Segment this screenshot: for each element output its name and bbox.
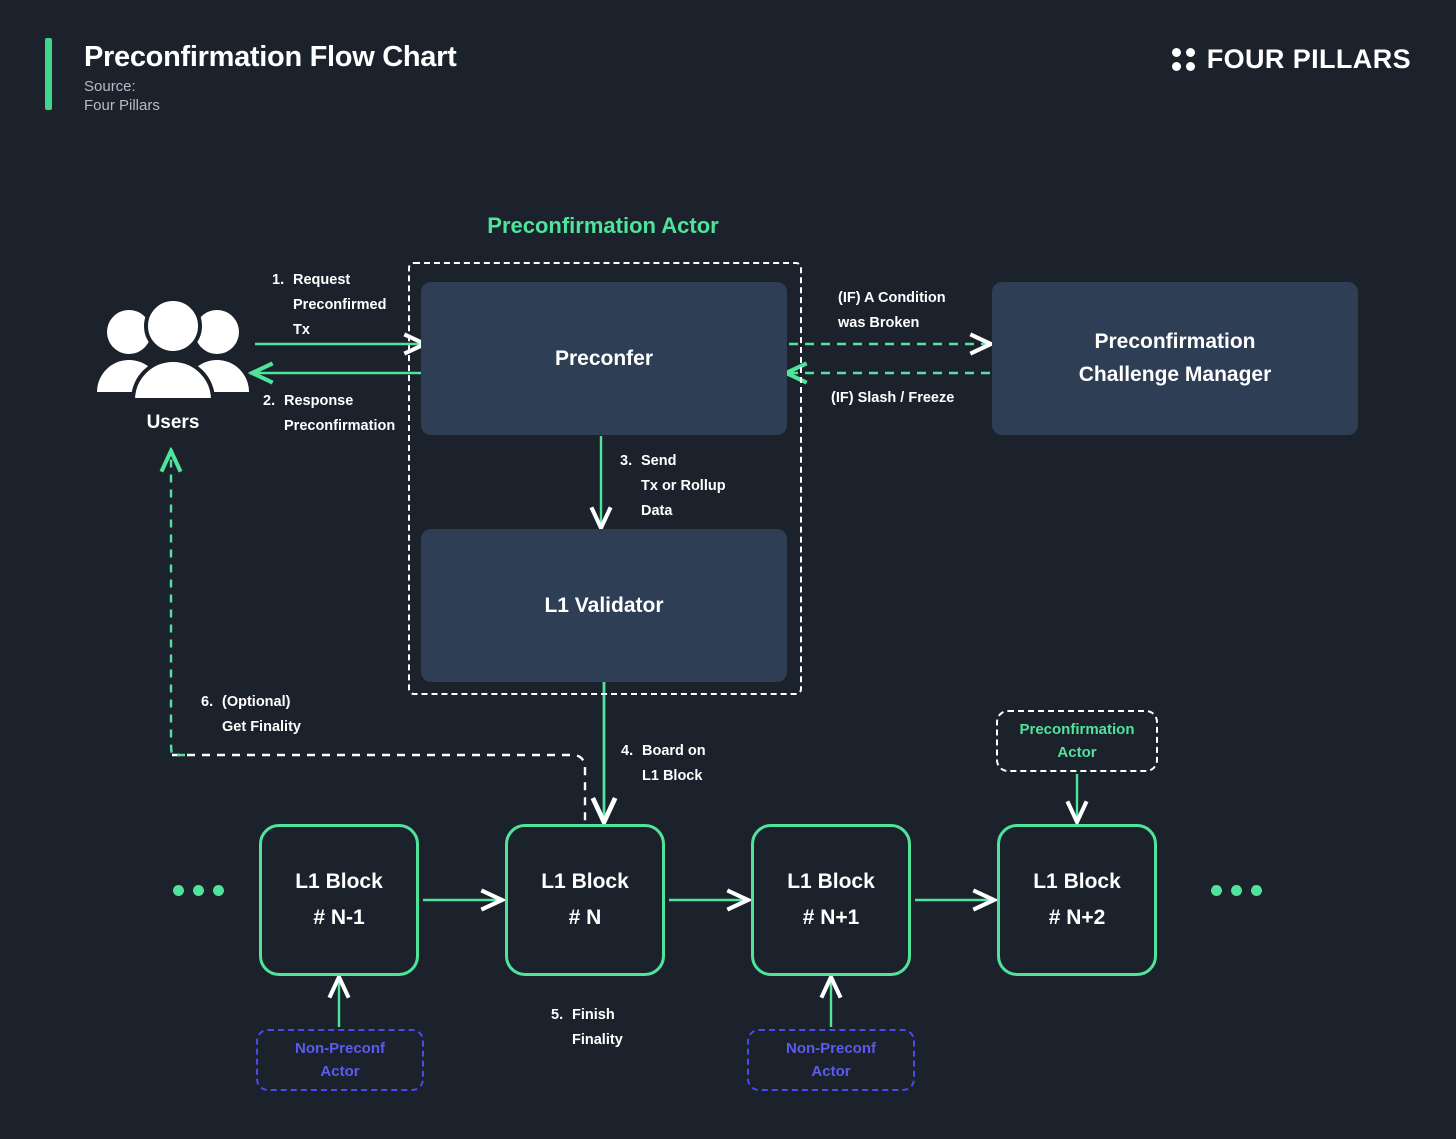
edge-label-step-4: 4. Board on L1 Block <box>621 739 706 789</box>
tag-line-1: Non-Preconf <box>295 1039 385 1057</box>
step-text-1: (Optional) <box>222 694 291 710</box>
step-text-1: Send <box>641 453 677 469</box>
challenge-manager-line-2: Challenge Manager <box>1078 362 1272 386</box>
brand-name: FOUR PILLARS <box>1206 44 1411 74</box>
source-label: Source: <box>84 78 136 95</box>
l1-block-number: # N <box>568 906 602 929</box>
edge-board-dashed-path <box>172 753 587 823</box>
step-number: 6. <box>201 694 214 710</box>
if-text-1: (IF) Slash / Freeze <box>831 390 955 406</box>
edge-label-step-6: 6. (Optional) Get Finality <box>201 690 301 740</box>
l1-block-number: # N+2 <box>1048 906 1106 929</box>
step-text-2: Tx or Rollup <box>641 478 726 495</box>
step-number: 3. <box>620 453 633 469</box>
tag-line-1: Preconfirmation <box>1019 720 1135 738</box>
step-text-2: Get Finality <box>222 719 301 736</box>
page-header: Preconfirmation Flow Chart Source: Four … <box>0 0 1456 130</box>
step-text-2: Finality <box>572 1032 623 1049</box>
tag-line-2: Actor <box>320 1062 360 1080</box>
tag-line-1: Non-Preconf <box>786 1039 876 1057</box>
step-text-2: Preconfirmed <box>293 297 387 314</box>
step-number: 1. <box>272 272 285 288</box>
title-accent-bar <box>45 38 52 110</box>
step-text-1: Board on <box>642 743 706 759</box>
node-preconfer[interactable]: Preconfer <box>421 282 787 435</box>
four-dots-icon <box>1171 48 1195 71</box>
node-l1-validator[interactable]: L1 Validator <box>421 529 787 682</box>
ellipsis-left-icon <box>173 885 224 896</box>
l1-block-n-plus-1[interactable]: L1 Block # N+1 <box>751 824 911 976</box>
l1-block-title: L1 Block <box>295 870 383 893</box>
node-preconfer-label: Preconfer <box>554 346 654 370</box>
l1-block-title: L1 Block <box>787 870 875 893</box>
tag-preconfirmation-actor[interactable]: Preconfirmation Actor <box>996 710 1158 772</box>
step-text-2: Preconfirmation <box>284 418 396 435</box>
step-text-1: Finish <box>572 1007 615 1023</box>
brand-logo: FOUR PILLARS <box>1171 44 1411 75</box>
step-text-2: L1 Block <box>642 768 703 785</box>
if-text-1: (IF) A Condition <box>838 290 946 306</box>
node-users[interactable]: Users <box>93 300 253 434</box>
edge-label-step-2: 2. Response Preconfirmation <box>263 389 395 439</box>
page-title: Preconfirmation Flow Chart <box>84 41 457 73</box>
l1-block-number: # N-1 <box>313 906 365 929</box>
source-value: Four Pillars <box>84 97 160 114</box>
challenge-manager-line-1: Preconfirmation <box>1094 329 1256 353</box>
preconfirmation-actor-group-title: Preconfirmation Actor <box>487 213 719 238</box>
node-preconfirmation-challenge-manager[interactable]: Preconfirmation Challenge Manager <box>992 282 1358 435</box>
edge-label-step-3: 3. Send Tx or Rollup Data <box>620 449 726 524</box>
edge-label-step-5: 5. Finish Finality <box>551 1003 623 1053</box>
edge-label-step-1: 1. Request Preconfirmed Tx <box>272 268 386 343</box>
preconfirmation-actor-group <box>408 262 802 695</box>
node-l1-validator-label: L1 Validator <box>544 593 664 617</box>
tag-line-2: Actor <box>811 1062 851 1080</box>
step-text-3: Tx <box>293 322 310 339</box>
step-text-3: Data <box>641 503 673 520</box>
edge-label-if-slash-freeze: (IF) Slash / Freeze <box>831 386 954 411</box>
l1-block-title: L1 Block <box>1033 870 1121 893</box>
ellipsis-right-icon <box>1211 885 1262 896</box>
step-number: 5. <box>551 1007 564 1023</box>
l1-block-n-minus-1[interactable]: L1 Block # N-1 <box>259 824 419 976</box>
if-text-2: was Broken <box>838 315 920 332</box>
tag-non-preconf-actor-left[interactable]: Non-Preconf Actor <box>256 1029 424 1091</box>
edge-step-6-dashed-path <box>171 452 185 757</box>
edge-label-if-condition-broken: (IF) A Condition was Broken <box>838 286 946 336</box>
tag-non-preconf-actor-right[interactable]: Non-Preconf Actor <box>747 1029 915 1091</box>
step-number: 4. <box>621 743 634 759</box>
tag-line-2: Actor <box>1057 743 1097 761</box>
l1-block-number: # N+1 <box>802 906 860 929</box>
users-group-icon <box>97 300 249 402</box>
l1-block-n[interactable]: L1 Block # N <box>505 824 665 976</box>
step-text-1: Request <box>293 272 351 288</box>
users-label: Users <box>146 412 200 433</box>
step-text-1: Response <box>284 393 354 409</box>
l1-block-title: L1 Block <box>541 870 629 893</box>
step-number: 2. <box>263 393 276 409</box>
l1-block-n-plus-2[interactable]: L1 Block # N+2 <box>997 824 1157 976</box>
